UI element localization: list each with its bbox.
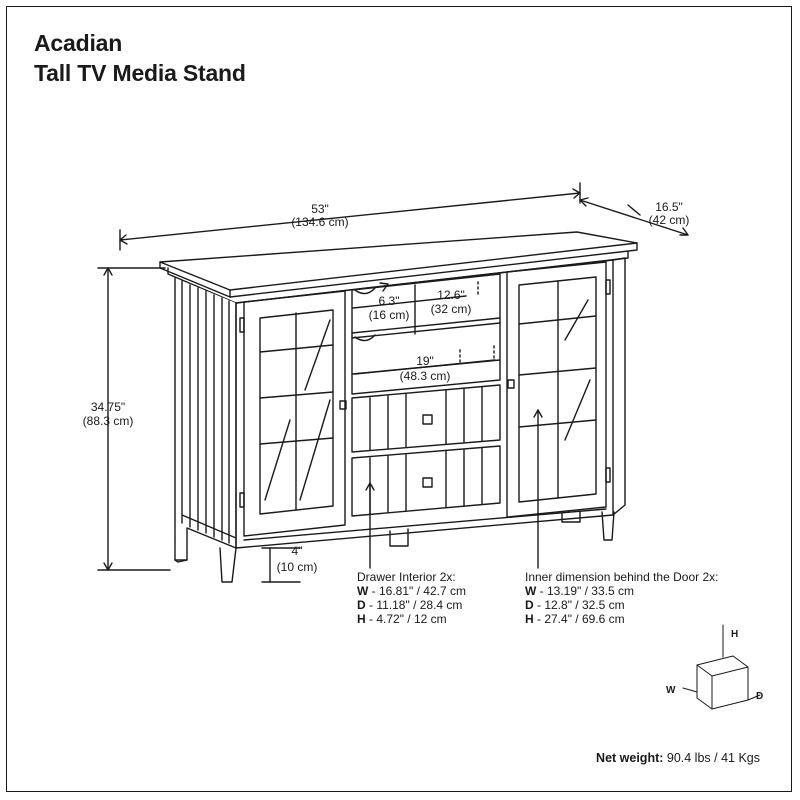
shelf-opening-imperial: 12.6" (437, 288, 465, 302)
axis-key-h: H (731, 629, 738, 640)
left-hinge-bottom (239, 492, 245, 508)
right-hinge-bottom (605, 467, 611, 483)
centre-leg-right (561, 511, 581, 523)
door-interior-specs: Inner dimension behind the Door 2x: W - … (525, 570, 718, 626)
product-title-line1: Acadian (34, 30, 123, 56)
left-side-rail (181, 514, 237, 539)
height-metric: (88.3 cm) (83, 414, 134, 428)
door-interior-depth: D - 12.8" / 32.5 cm (525, 598, 625, 612)
width-imperial: 53" (311, 202, 329, 216)
right-side-panel (612, 257, 626, 516)
depth-metric: (42 cm) (649, 213, 690, 227)
drawer-interior-heading: Drawer Interior 2x: (357, 570, 456, 584)
right-hinge-top (605, 279, 611, 295)
leg-metric: (10 cm) (277, 560, 318, 574)
right-front-leg (601, 511, 615, 541)
shelf-depth-imperial: 19" (416, 354, 434, 368)
left-glass-door (243, 290, 346, 537)
drawer-interior-width: W - 16.81" / 42.7 cm (357, 584, 466, 598)
net-weight-label: Net weight: (596, 751, 664, 765)
depth-imperial: 16.5" (655, 200, 683, 214)
door-interior-heading: Inner dimension behind the Door 2x: (525, 570, 719, 584)
product-title-line2: Tall TV Media Stand (34, 60, 246, 86)
upper-drawer (351, 384, 501, 453)
stand-top-front-edge (159, 261, 231, 298)
page-frame (6, 6, 792, 792)
depth-dimension-line (579, 197, 689, 236)
centre-leg-left (389, 528, 409, 547)
door-interior-width: W - 13.19" / 33.5 cm (525, 584, 634, 598)
drawer-interior-depth: D - 11.18" / 28.4 cm (357, 598, 463, 612)
axis-key-d: D (756, 691, 763, 702)
axis-key-w: W (666, 685, 676, 696)
lower-drawer (351, 445, 501, 517)
net-weight-value: 90.4 lbs / 41 Kgs (663, 751, 760, 765)
front-bottom-rail (243, 508, 607, 541)
width-metric: (134.6 cm) (291, 215, 348, 229)
right-glass-door (506, 261, 607, 518)
height-dimension-line (97, 267, 171, 571)
stand-top-right-edge (229, 242, 638, 298)
shelf-dimension-arrows (352, 282, 496, 375)
leg-height-dimension-line (261, 547, 301, 583)
net-weight: Net weight: 90.4 lbs / 41 Kgs (596, 751, 760, 765)
shelf-height-imperial: 6.3" (379, 294, 400, 308)
left-back-leg (174, 559, 188, 563)
axis-key-cube (682, 624, 761, 710)
shelf-depth-metric: (48.3 cm) (400, 369, 451, 383)
right-door-knob (507, 379, 515, 389)
shelf-opening-metric: (32 cm) (431, 302, 472, 316)
drawer-interior-height: H - 4.72" / 12 cm (357, 612, 447, 626)
stand-front-face (235, 259, 614, 549)
shelf-height-metric: (16 cm) (369, 308, 410, 322)
door-interior-height: H - 27.4" / 69.6 cm (525, 612, 625, 626)
height-imperial: 34.75" (91, 400, 125, 414)
product-title: Acadian Tall TV Media Stand (34, 28, 246, 88)
left-side-slats (181, 280, 230, 544)
drawer-interior-specs: Drawer Interior 2x: W - 16.81" / 42.7 cm… (357, 570, 466, 626)
stand-top-surface (159, 231, 638, 291)
leg-imperial: 4" (292, 544, 303, 558)
left-door-knob (339, 400, 347, 410)
left-front-leg (219, 547, 237, 583)
left-hinge-top (239, 317, 245, 333)
